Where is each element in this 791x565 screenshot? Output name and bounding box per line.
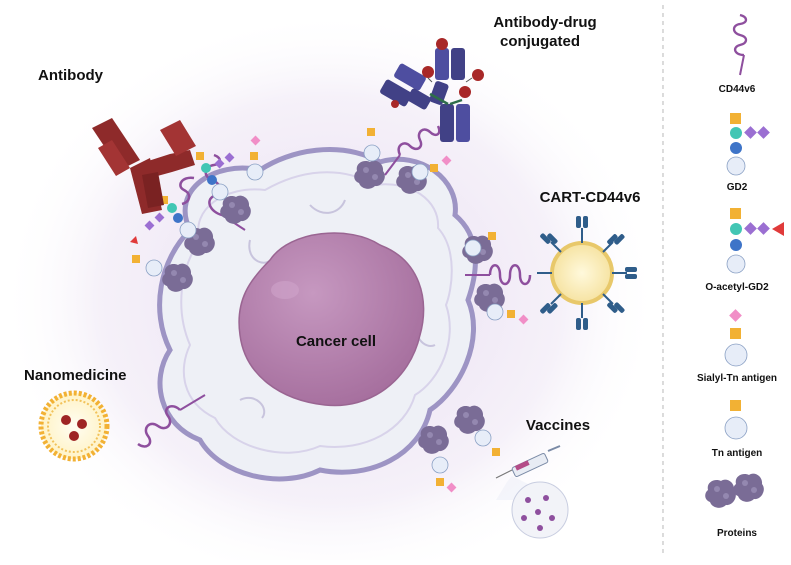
- legend-label-tn: Tn antigen: [712, 448, 763, 459]
- legend-label-gd2: GD2: [727, 182, 748, 193]
- legend-label-sialyl-tn: Sialyl-Tn antigen: [697, 373, 777, 384]
- nucleus: [238, 232, 425, 407]
- legend-sialyl-tn-icon: [724, 309, 748, 367]
- glycan-tn-top: [363, 128, 381, 162]
- cell-fold: [239, 397, 266, 419]
- nanomedicine-label: Nanomedicine: [24, 367, 127, 384]
- cd44v6-right: [465, 264, 532, 286]
- antibody-label: Antibody: [38, 67, 104, 84]
- glycan-bottom-b: [474, 429, 500, 456]
- cell-fold: [309, 199, 346, 214]
- legend-proteins-icon: [705, 473, 764, 508]
- nanoparticle-icon: [38, 390, 110, 462]
- legend-oacetyl-gd2-icon: [726, 208, 784, 274]
- glycan-sialyl-top-right: [411, 155, 452, 181]
- glycan-left-lower: [132, 255, 163, 277]
- cd44v6-top: [384, 125, 441, 176]
- glycan-bottom-a: [431, 456, 457, 493]
- cd44v6-bottom-left: [137, 394, 206, 448]
- glycan-right-a: [464, 232, 496, 257]
- glycan-gd2-top: [196, 152, 235, 201]
- cart-label: CART-CD44v6: [540, 189, 641, 206]
- legend-tn-icon: [724, 400, 748, 440]
- glycan-right-b: [486, 303, 529, 325]
- vaccines-label: Vaccines: [526, 417, 590, 434]
- nucleus-highlight: [271, 281, 299, 299]
- cell-inner-ridge: [180, 171, 453, 454]
- legend: CD44v6 GD2 O-acetyl-GD2 Sialyl-Tn antige…: [697, 13, 784, 539]
- antibody-icon: [92, 118, 196, 214]
- legend-label-oacetyl-gd2: O-acetyl-GD2: [705, 282, 769, 293]
- vaccine-syringe-icon: [495, 445, 569, 539]
- adc-label-line2: conjugated: [500, 33, 580, 50]
- glycan-sialyl-top: [246, 135, 264, 181]
- cart-cell-icon: [537, 216, 637, 330]
- legend-gd2-icon: [726, 113, 770, 176]
- glycan-gd2-left: [130, 196, 197, 244]
- adc-label-line1: Antibody-drug: [493, 14, 596, 31]
- legend-cd44v6-icon: [732, 13, 748, 76]
- cancer-cell-label: Cancer cell: [296, 333, 376, 350]
- legend-label-cd44v6: CD44v6: [719, 84, 756, 95]
- adc-icon: [380, 38, 484, 142]
- legend-label-proteins: Proteins: [717, 528, 757, 539]
